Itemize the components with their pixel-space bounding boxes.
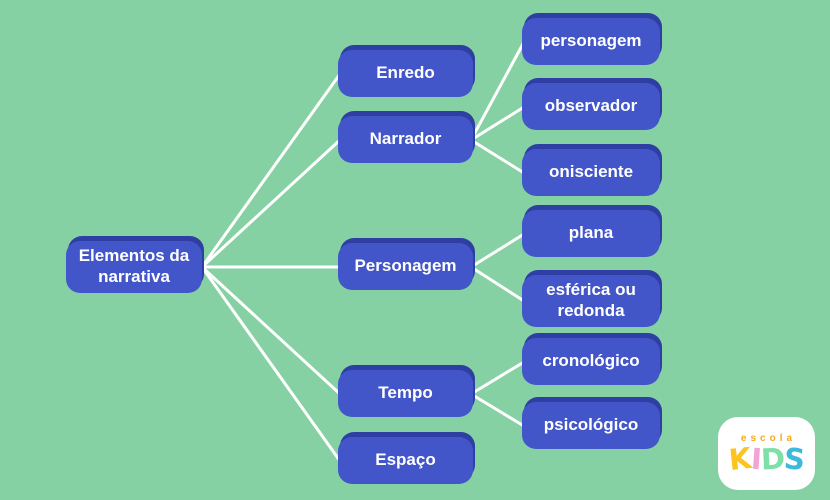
connector-root-tempo xyxy=(200,265,342,396)
escola-kids-logo-escola-text: escola xyxy=(740,433,797,444)
connector-root-narrador xyxy=(200,138,342,269)
node-leaf-onisciente: onisciente xyxy=(522,149,660,196)
node-branch-espaco: Espaço xyxy=(338,437,473,484)
logo-letter-d: D xyxy=(759,441,785,477)
node-branch-enredo: Enredo xyxy=(338,50,473,97)
connector-narrador-observador xyxy=(469,105,526,142)
connector-personagem-esferica xyxy=(469,265,526,303)
node-leaf-personagem: personagem xyxy=(522,18,660,65)
logo-letter-k: K xyxy=(727,440,753,478)
node-leaf-observador: observador xyxy=(522,83,660,130)
escola-kids-logo: escola KIDS xyxy=(718,417,815,490)
node-leaf-cronologico: cronológico xyxy=(522,338,660,385)
escola-kids-logo-kids-text: KIDS xyxy=(727,440,806,478)
node-branch-tempo: Tempo xyxy=(338,370,473,417)
connector-personagem-plana xyxy=(469,232,526,269)
connector-tempo-psicologico xyxy=(469,392,526,428)
node-leaf-psicologico: psicológico xyxy=(522,402,660,449)
connector-root-enredo xyxy=(200,72,342,269)
connector-narrador-onisciente xyxy=(469,138,526,175)
node-leaf-plana: plana xyxy=(522,210,660,257)
logo-letter-s: S xyxy=(782,441,806,477)
node-root-elementos-da-narrativa: Elementos da narrativa xyxy=(66,241,202,293)
connector-narrador-personagem xyxy=(469,40,526,142)
node-branch-narrador: Narrador xyxy=(338,116,473,163)
connector-tempo-cronologico xyxy=(469,360,526,396)
node-leaf-esferica-ou-redonda: esférica ou redonda xyxy=(522,275,660,327)
connector-root-espaco xyxy=(200,265,342,463)
node-branch-personagem: Personagem xyxy=(338,243,473,290)
